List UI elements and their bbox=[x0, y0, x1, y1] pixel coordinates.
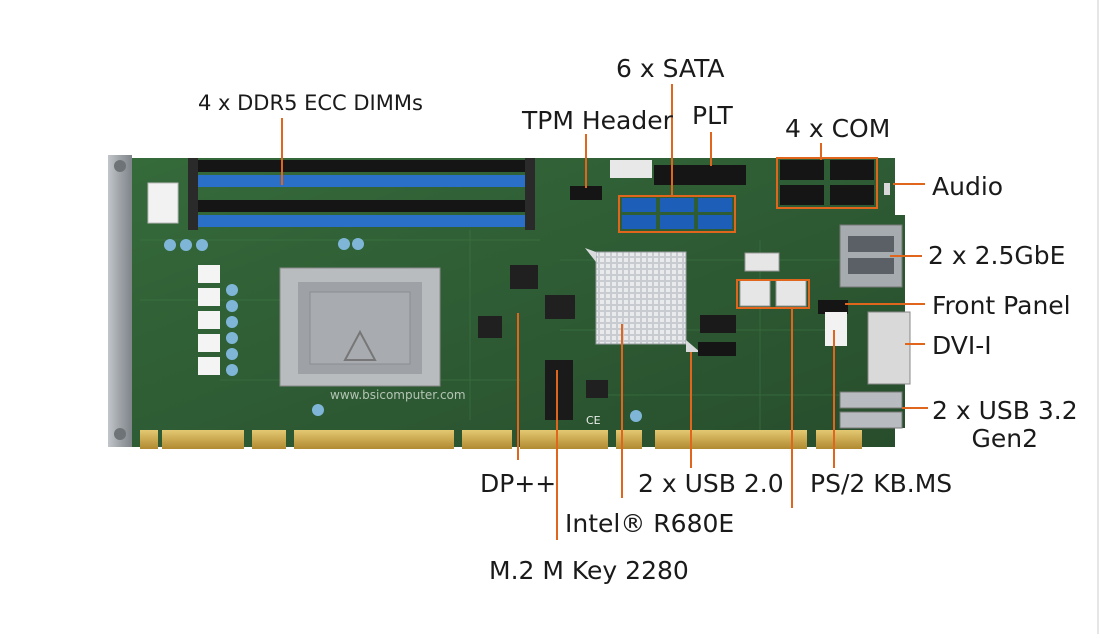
label-ddr5: 4 x DDR5 ECC DIMMs bbox=[198, 91, 423, 115]
tpm-header bbox=[570, 186, 602, 200]
com-headers bbox=[780, 160, 874, 205]
label-tpm-a: TPM bbox=[522, 106, 574, 135]
watermark: www.bsicomputer.com bbox=[330, 388, 466, 402]
label-sata-text: 6 x SATA bbox=[616, 54, 725, 83]
label-tpm-b: Header bbox=[581, 106, 673, 135]
left-bracket bbox=[108, 155, 132, 447]
chipset-heatsink bbox=[585, 248, 700, 352]
small-connector bbox=[610, 160, 652, 178]
label-tpm: TPM Header bbox=[522, 108, 673, 133]
plt-header bbox=[654, 165, 746, 185]
power-connector bbox=[147, 182, 179, 224]
label-usb32g2-a: 2 x USB 3.2 bbox=[932, 396, 1078, 425]
label-intel: Intel® R680E bbox=[565, 509, 735, 538]
rear-io bbox=[825, 183, 911, 429]
left-bracket-screw-top bbox=[114, 160, 126, 172]
edge-connector bbox=[140, 430, 862, 449]
label-usb32g2: 2 x USB 3.2 Gen2 bbox=[932, 397, 1078, 453]
leader-usbg1-box bbox=[736, 279, 810, 309]
label-com: 4 x COM bbox=[785, 114, 891, 143]
right-edge-rule bbox=[1097, 0, 1099, 634]
cpu-socket bbox=[279, 267, 441, 387]
ce-mark: CE bbox=[586, 414, 601, 427]
label-dvi: DVI-I bbox=[932, 331, 992, 360]
left-bracket-screw-bottom bbox=[114, 428, 126, 440]
sata-connectors bbox=[622, 198, 732, 229]
leader-sata-box bbox=[618, 195, 736, 233]
label-gbe: 2 x 2.5GbE bbox=[928, 241, 1066, 270]
dimm-slots bbox=[188, 158, 535, 230]
label-ps2: PS/2 KB.MS bbox=[810, 469, 953, 498]
m2-socket-2 bbox=[700, 315, 736, 333]
label-plt: PLT bbox=[692, 101, 733, 130]
label-m2: M.2 M Key 2280 bbox=[489, 556, 689, 585]
label-dp: DP++ bbox=[480, 469, 557, 498]
m2-slot bbox=[545, 360, 573, 420]
label-audio: Audio bbox=[932, 172, 1004, 201]
misc-chips bbox=[478, 265, 608, 398]
label-front-panel: Front Panel bbox=[932, 291, 1071, 320]
label-usb20: 2 x USB 2.0 bbox=[638, 469, 784, 498]
label-usb32g2-b: Gen2 bbox=[971, 424, 1039, 453]
label-sata: 6 x SATA bbox=[616, 56, 725, 81]
leader-com-box bbox=[776, 157, 878, 209]
